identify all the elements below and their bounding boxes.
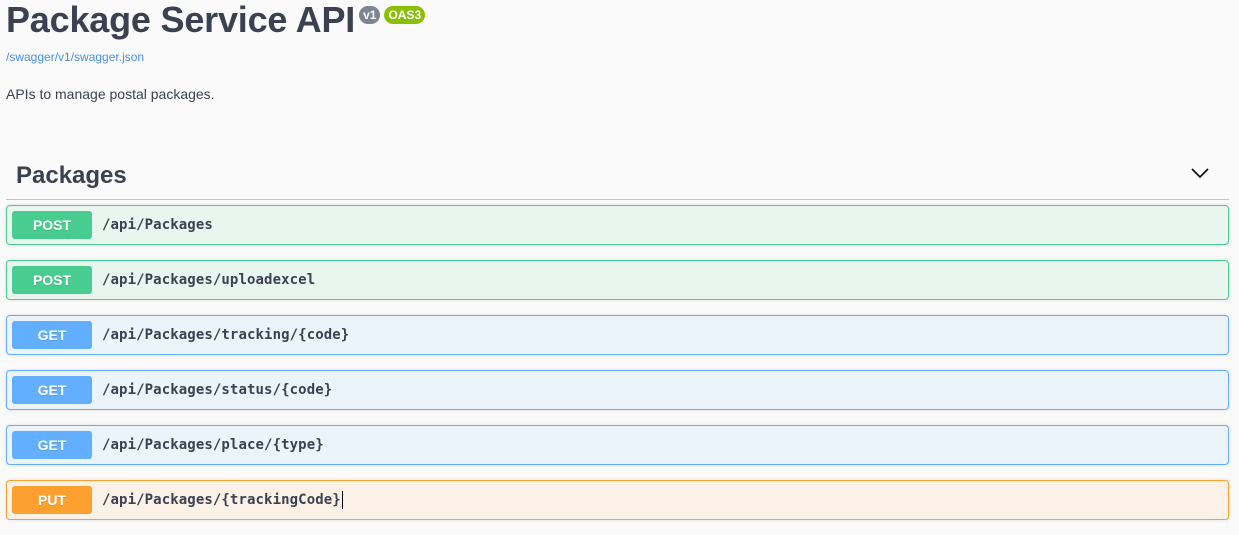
method-badge: GET [12,321,92,349]
operation-post-packages[interactable]: POST /api/Packages [6,205,1229,245]
tag-title[interactable]: Packages [16,161,127,189]
page-title: Package Service API [6,0,356,40]
operations-list: POST /api/Packages POST /api/Packages/up… [6,205,1229,520]
operation-path: /api/Packages/place/{type} [102,437,324,453]
spec-link[interactable]: /swagger/v1/swagger.json [6,50,145,64]
api-info: Package Service API v1 OAS3 /swagger/v1/… [0,0,1239,102]
tag-header[interactable]: Packages [6,152,1229,200]
method-badge: PUT [12,486,92,514]
operation-path: /api/Packages/{trackingCode} [102,492,341,508]
operation-get-status[interactable]: GET /api/Packages/status/{code} [6,370,1229,410]
operation-get-tracking[interactable]: GET /api/Packages/tracking/{code} [6,315,1229,355]
method-badge: POST [12,266,92,294]
operation-get-place[interactable]: GET /api/Packages/place/{type} [6,425,1229,465]
oas-badge: OAS3 [384,6,426,24]
api-description: APIs to manage postal packages. [6,86,215,102]
operation-path: /api/Packages/uploadexcel [102,272,316,288]
text-cursor [341,491,343,509]
version-badge: v1 [359,6,381,24]
operation-post-uploadexcel[interactable]: POST /api/Packages/uploadexcel [6,260,1229,300]
method-badge: POST [12,211,92,239]
operation-put-trackingcode[interactable]: PUT /api/Packages/{trackingCode} [6,480,1229,520]
tag-section-packages: Packages POST /api/Packages POST /api/Pa… [6,152,1229,535]
title-row: Package Service API v1 OAS3 [6,0,1239,44]
operation-path: /api/Packages/status/{code} [102,382,333,398]
method-badge: GET [12,376,92,404]
chevron-down-icon[interactable] [1191,167,1209,179]
operation-path: /api/Packages/tracking/{code} [102,327,350,343]
method-badge: GET [12,431,92,459]
operation-path: /api/Packages [102,217,213,233]
